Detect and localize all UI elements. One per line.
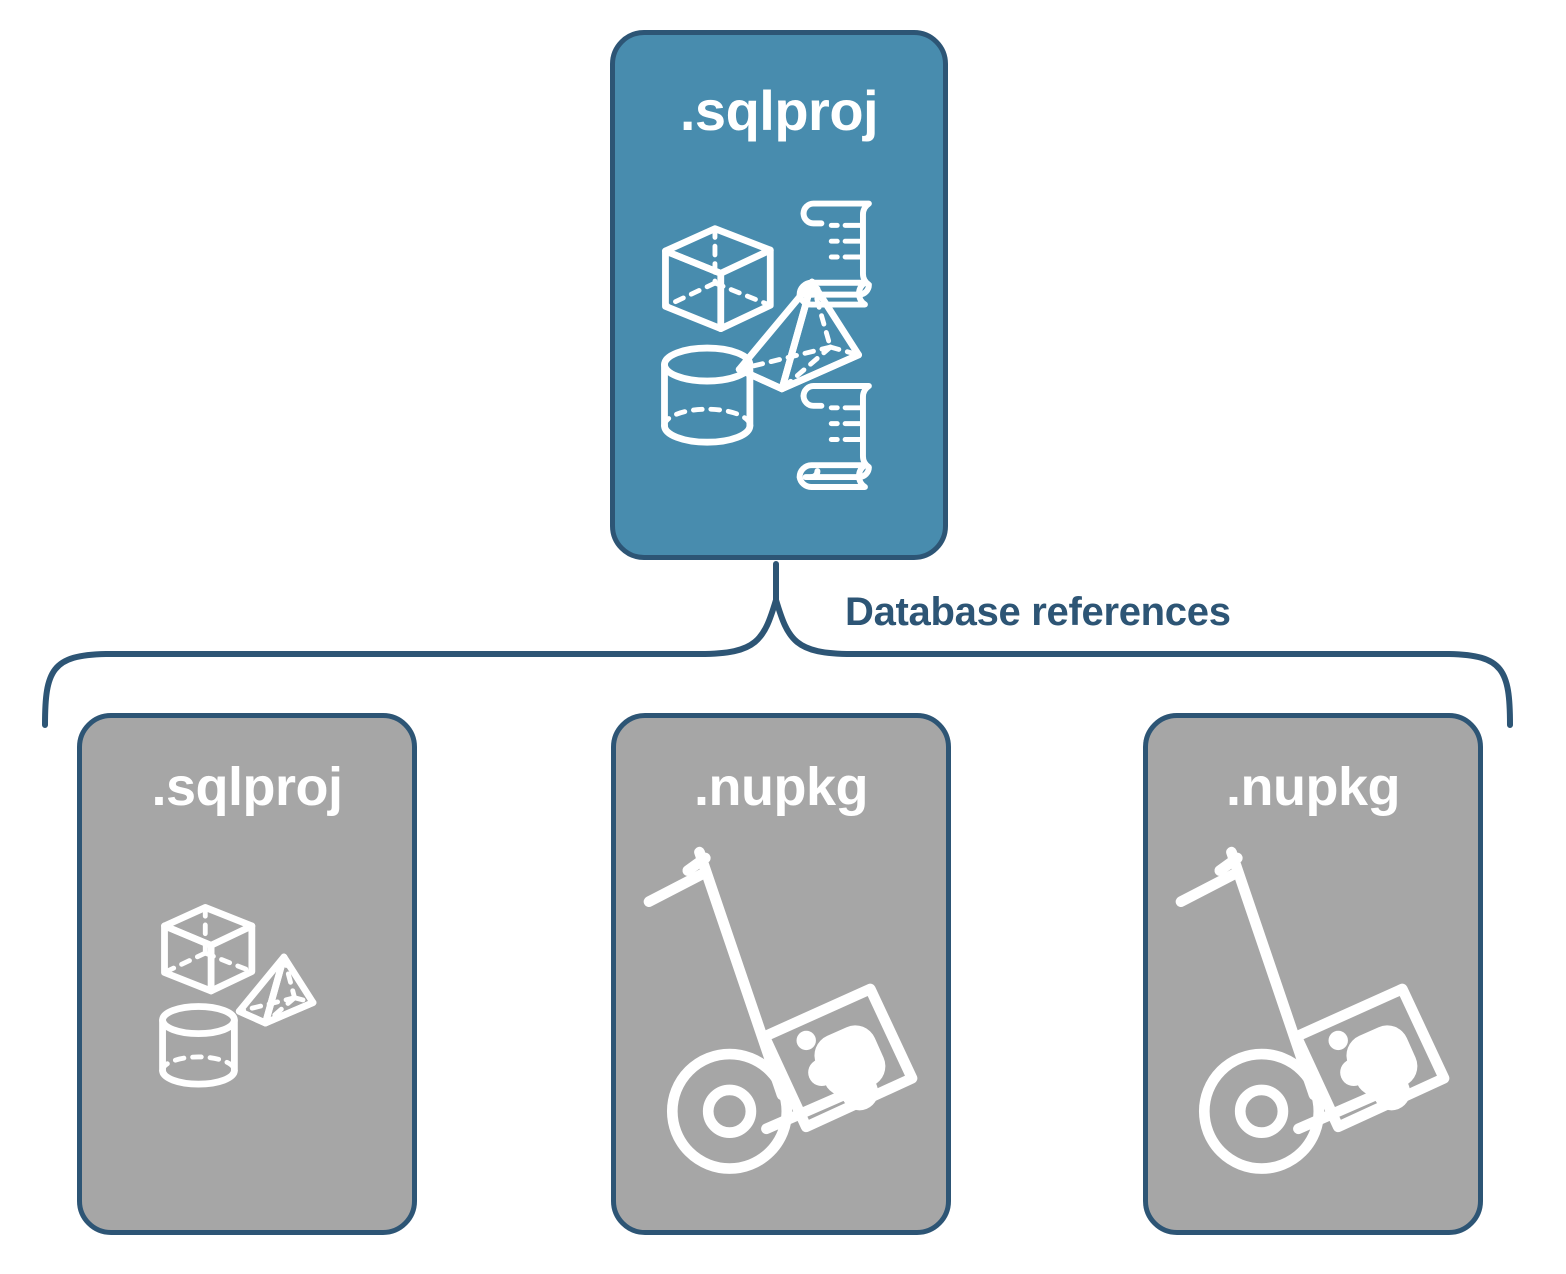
cube-icon [662,225,774,333]
scroll-icon [796,200,872,308]
node-reference-artwork [82,814,412,1230]
pyramid-icon [235,953,317,1027]
node-reference-nupkg[interactable]: .nupkg [1143,713,1483,1235]
node-reference-label: .nupkg [694,757,868,817]
nuget-logo-icon [796,1025,886,1111]
cylinder-icon [661,344,754,446]
node-reference-sqlproj[interactable]: .sqlproj [77,713,417,1235]
connector-label: Database references [845,590,1231,634]
node-root-artwork [615,145,943,555]
node-reference-label: .sqlproj [151,757,343,817]
pyramid-icon [735,278,862,393]
curly-brace [42,589,1513,728]
node-reference-artwork [1148,814,1478,1230]
node-reference-artwork [616,814,946,1230]
hand-truck-package-icon [643,846,918,1174]
nuget-logo-icon [1328,1025,1418,1111]
cube-icon [161,904,256,995]
node-reference-nupkg[interactable]: .nupkg [611,713,951,1235]
node-reference-label: .nupkg [1226,757,1400,817]
node-root-sqlproj[interactable]: .sqlproj [610,30,948,560]
node-root-label: .sqlproj [679,79,879,142]
hand-truck-package-icon [1175,846,1450,1174]
cylinder-icon [159,1003,238,1088]
scroll-icon [796,383,872,490]
